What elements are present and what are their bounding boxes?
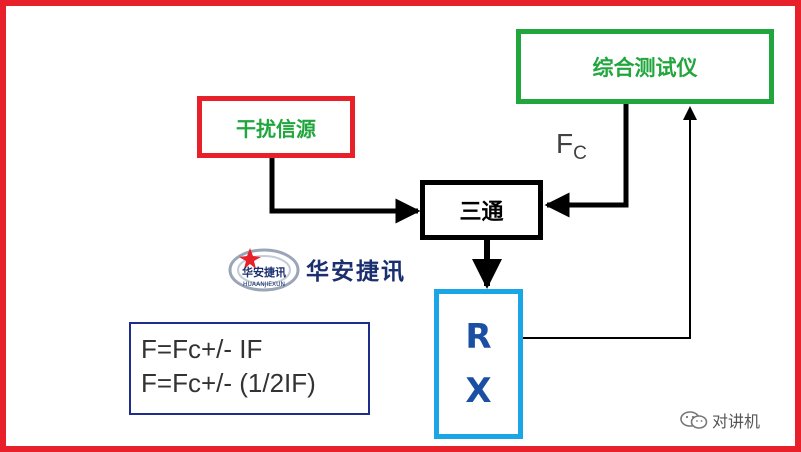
logo-small-subtext: HUAANJIEXUN xyxy=(243,281,285,288)
wechat-icon xyxy=(680,411,708,429)
three-way-box: 三通 xyxy=(420,180,543,240)
logo-mark-icon: 华安捷讯 HUAANJIEXUN xyxy=(228,248,300,292)
edge-interference-to-three-way xyxy=(269,158,421,224)
watermark-text: 对讲机 xyxy=(712,412,761,431)
logo: 华安捷讯 HUAANJIEXUN 华安捷讯 xyxy=(226,238,438,298)
fc-sub: C xyxy=(573,143,587,164)
tester-label: 综合测试仪 xyxy=(592,55,698,80)
watermark: 对讲机 xyxy=(680,408,760,432)
formula-line-2: F=Fc+/- (1/2IF) xyxy=(141,368,316,398)
fc-label: FC xyxy=(556,128,587,165)
interference-source-label: 干扰信源 xyxy=(236,116,316,141)
edge-rx-to-tester-arrowhead xyxy=(683,106,697,120)
rx-label-x: X xyxy=(465,371,492,411)
formula-line-1: F=Fc+/- IF xyxy=(141,334,263,364)
rx-label-r: R xyxy=(465,317,492,357)
logo-text: 华安捷讯 xyxy=(306,259,406,285)
interference-source-box: 干扰信源 xyxy=(197,96,355,158)
edge-tester-to-three-way xyxy=(544,104,629,218)
rx-box: R X xyxy=(434,289,523,439)
formula-box: F=Fc+/- IF F=Fc+/- (1/2IF) xyxy=(129,322,370,415)
edge-rx-to-tester xyxy=(523,110,691,339)
logo-small-text: 华安捷讯 xyxy=(242,265,286,279)
three-way-label: 三通 xyxy=(459,200,504,225)
fc-main: F xyxy=(556,128,574,159)
tester-box: 综合测试仪 xyxy=(516,29,774,104)
